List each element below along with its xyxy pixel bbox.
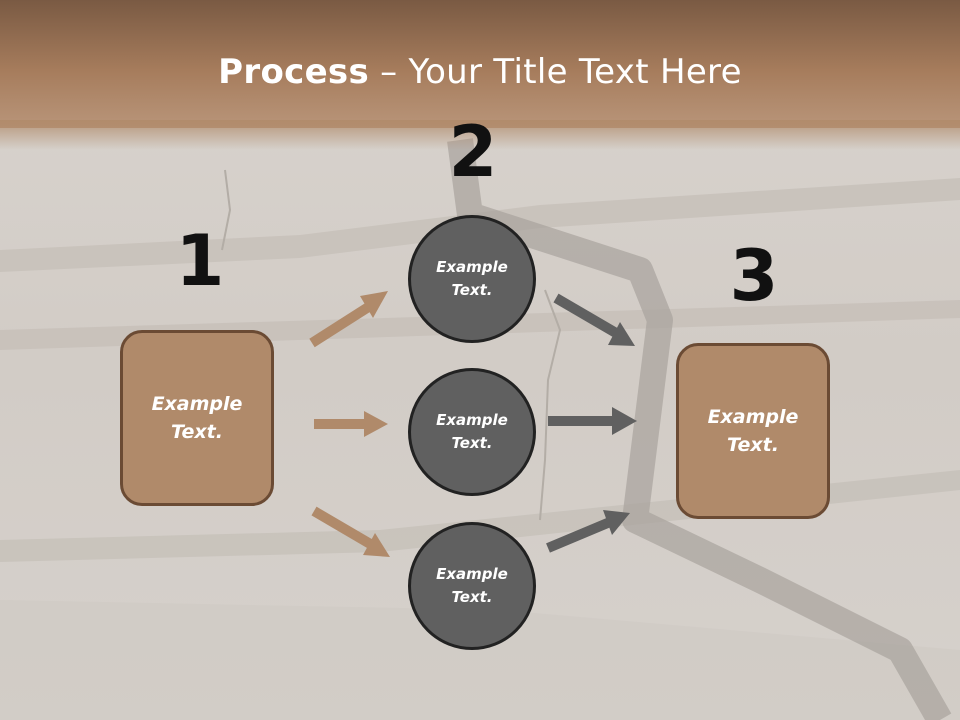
process-circle-middle: Example Text.	[408, 368, 536, 496]
step-number-1: 1	[175, 220, 225, 302]
title-rest-part: – Your Title Text Here	[369, 52, 742, 92]
arrow-top-to-right	[553, 293, 635, 346]
process-box-right: Example Text.	[676, 343, 830, 519]
process-circle-top: Example Text.	[408, 215, 536, 343]
process-box-left: Example Text.	[120, 330, 274, 506]
process-circle-bottom: Example Text.	[408, 522, 536, 650]
step-number-3: 3	[729, 235, 779, 317]
arrow-left-to-top	[309, 291, 388, 348]
circle-bottom-text: Example Text.	[436, 564, 508, 606]
arrow-middle-to-right	[548, 407, 637, 435]
circle-middle-text: Example Text.	[436, 410, 508, 452]
slide-title: Process – Your Title Text Here	[0, 52, 960, 92]
arrow-left-to-bottom	[311, 506, 390, 557]
circle-top-text: Example Text.	[436, 257, 508, 299]
title-bold-part: Process	[218, 52, 370, 92]
box-left-text: Example Text.	[151, 392, 243, 444]
arrow-bottom-to-right	[546, 510, 630, 553]
arrow-left-to-middle	[314, 411, 388, 437]
box-right-text: Example Text.	[707, 405, 799, 457]
step-number-2: 2	[448, 111, 498, 193]
